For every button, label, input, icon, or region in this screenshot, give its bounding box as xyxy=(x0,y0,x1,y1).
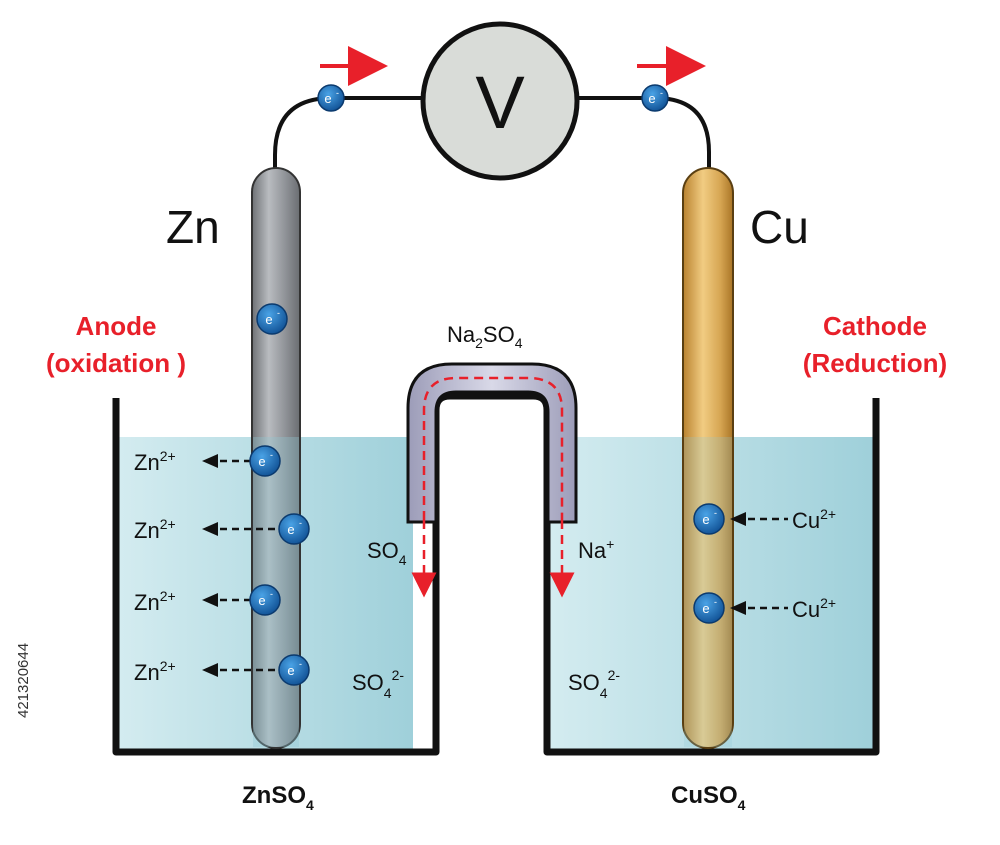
svg-text:e: e xyxy=(324,91,331,106)
zinc-ion-row: Zn2+ e- xyxy=(134,513,310,545)
svg-text:-: - xyxy=(299,659,302,669)
svg-text:-: - xyxy=(270,589,273,599)
electron-wire-left: e- xyxy=(317,84,345,112)
wire-left xyxy=(273,96,425,178)
copper-submerged-tint xyxy=(684,437,732,747)
electron-wire-right: e- xyxy=(641,84,669,112)
svg-text:Zn2+: Zn2+ xyxy=(134,588,176,615)
stock-image-id: 421320644 xyxy=(15,643,32,718)
wire-right xyxy=(575,96,711,178)
copper-ion-row: e- Cu2+ xyxy=(693,592,836,624)
salt-bridge-flow-path xyxy=(422,376,564,520)
sulfate-ion-right: SO42- xyxy=(568,667,620,701)
cathode-process-label: (Reduction) xyxy=(803,348,947,378)
anode-process-label: (oxidation ) xyxy=(46,348,186,378)
copper-sulfate-label: CuSO4 xyxy=(671,782,746,813)
voltmeter: V xyxy=(420,21,580,181)
svg-text:e: e xyxy=(258,593,265,608)
svg-text:Cu2+: Cu2+ xyxy=(792,595,836,622)
zinc-ion-row: Zn2+ e- xyxy=(134,445,281,477)
salt-bridge xyxy=(406,362,578,598)
svg-text:e: e xyxy=(702,601,709,616)
voltmeter-symbol: V xyxy=(475,61,525,144)
svg-text:Zn2+: Zn2+ xyxy=(134,516,176,543)
cathode-label: Cathode xyxy=(823,311,927,341)
bridge-sulfate-ion: SO4 xyxy=(367,538,407,568)
copper-ion-row: e- Cu2+ xyxy=(693,503,836,535)
salt-bridge-formula: Na2SO4 xyxy=(447,322,523,351)
zinc-ion-row: Zn2+ e- xyxy=(134,584,281,616)
anode-label: Anode xyxy=(76,311,157,341)
svg-text:-: - xyxy=(336,88,339,98)
svg-text:-: - xyxy=(714,508,717,518)
bridge-sodium-ion: Na+ xyxy=(578,536,614,563)
zinc-ion-row: Zn2+ e- xyxy=(134,654,310,686)
svg-text:e: e xyxy=(258,454,265,469)
svg-text:e: e xyxy=(287,522,294,537)
sulfate-ion-left: SO42- xyxy=(352,667,404,701)
svg-text:Cu2+: Cu2+ xyxy=(792,506,836,533)
zinc-label: Zn xyxy=(166,201,220,253)
svg-text:-: - xyxy=(299,518,302,528)
zinc-sulfate-label: ZnSO4 xyxy=(242,782,314,813)
svg-text:-: - xyxy=(660,88,663,98)
svg-text:e: e xyxy=(265,312,272,327)
svg-text:-: - xyxy=(714,597,717,607)
svg-text:e: e xyxy=(702,512,709,527)
electron-zinc-rod: e- xyxy=(256,303,288,335)
svg-text:-: - xyxy=(270,450,273,460)
svg-text:e: e xyxy=(287,663,294,678)
svg-text:-: - xyxy=(277,308,280,318)
svg-text:Zn2+: Zn2+ xyxy=(134,448,176,475)
copper-label: Cu xyxy=(750,201,809,253)
svg-text:Zn2+: Zn2+ xyxy=(134,658,176,685)
svg-text:e: e xyxy=(648,91,655,106)
